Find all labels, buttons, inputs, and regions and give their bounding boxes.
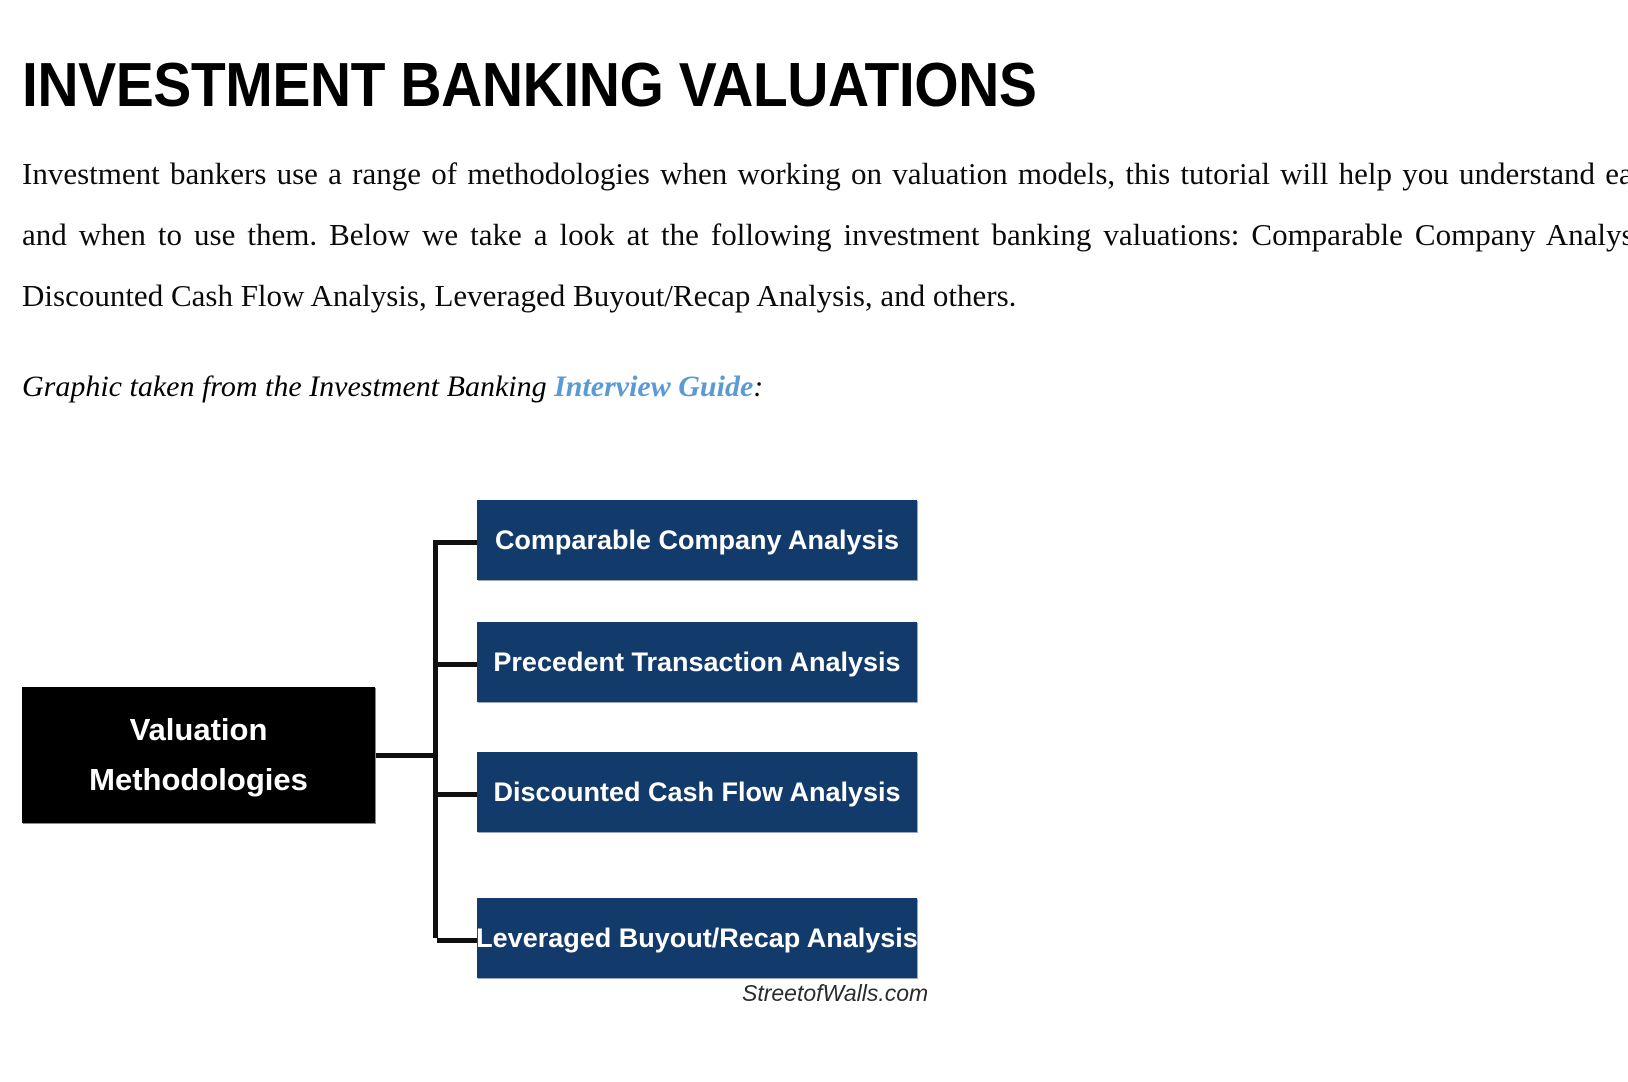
graphic-caption-suffix: : [753, 370, 764, 403]
connector-branch-4 [437, 938, 495, 943]
diagram-root-line-2: Methodologies [89, 762, 308, 797]
page-title: INVESTMENT BANKING VALUATIONS [22, 50, 1037, 120]
valuation-methodologies-diagram: Valuation Methodologies Comparable Compa… [0, 455, 1020, 1035]
intro-paragraph: Investment bankers use a range of method… [22, 156, 1628, 313]
graphic-caption-prefix: Graphic taken from the Investment Bankin… [22, 370, 555, 403]
connector-spine [433, 540, 438, 938]
connector-branch-2 [437, 662, 495, 667]
diagram-node-discounted-cash-flow-analysis: Discounted Cash Flow Analysis [477, 752, 917, 832]
interview-guide-link[interactable]: Interview Guide [554, 370, 754, 403]
diagram-node-leveraged-buyout-recap-analysis: Leveraged Buyout/Recap Analysis [476, 898, 918, 978]
connector-trunk [375, 753, 437, 758]
diagram-watermark: StreetofWalls.com [742, 980, 929, 1006]
connector-branch-3 [437, 792, 495, 797]
connector-branch-1 [437, 540, 495, 545]
diagram-node-precedent-transaction-analysis: Precedent Transaction Analysis [477, 622, 917, 702]
diagram-root-node: Valuation Methodologies [22, 687, 375, 823]
diagram-root-line-1: Valuation [129, 712, 268, 747]
diagram-node-comparable-company-analysis: Comparable Company Analysis [477, 500, 917, 580]
graphic-caption: Graphic taken from the Investment Bankin… [22, 365, 763, 409]
